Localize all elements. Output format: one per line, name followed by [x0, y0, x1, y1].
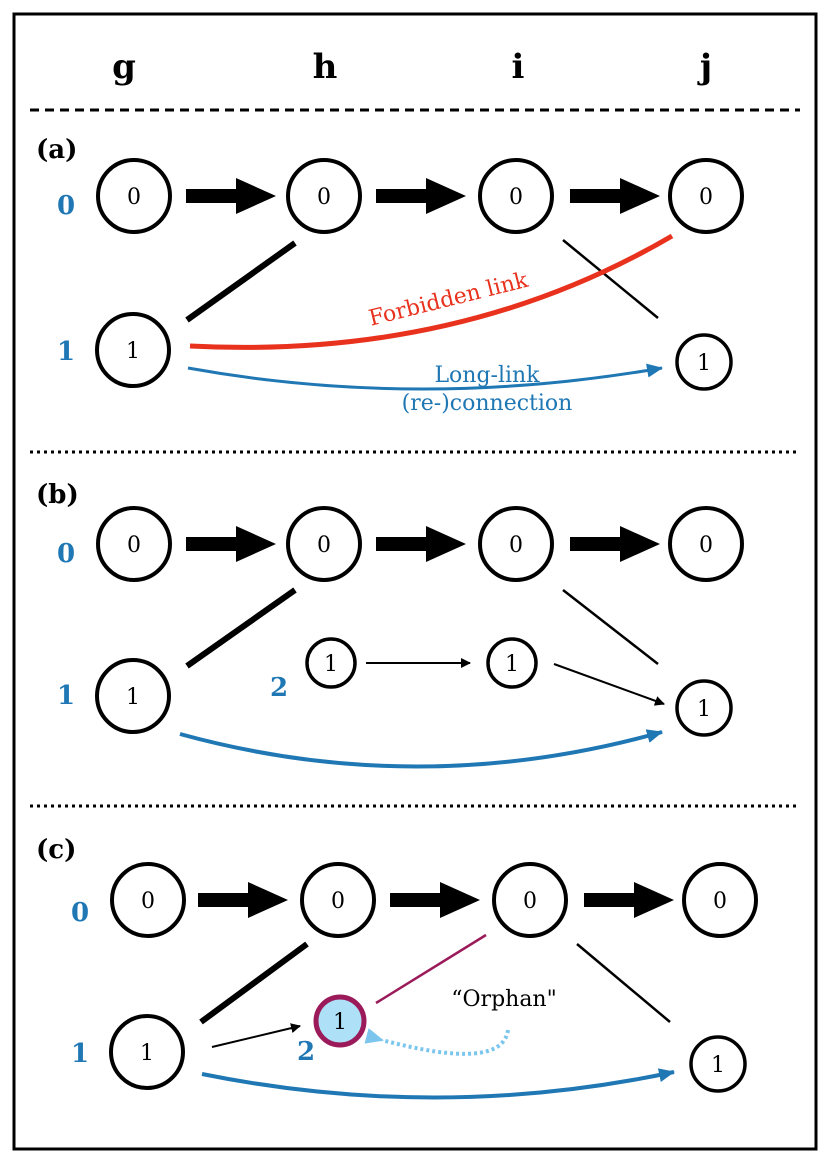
node-i-0: [478, 158, 554, 234]
node-g-1: [109, 1014, 185, 1090]
level-label-0: 0: [57, 191, 75, 221]
thick-arrow-g-h: [186, 526, 276, 562]
arrow-i1-j1: [553, 663, 665, 706]
level-label-0: 0: [71, 898, 89, 928]
long-link-label-line1: Long-link: [434, 363, 540, 388]
link-i0-j1: [562, 589, 659, 665]
panel-c: (c) 0 1 2 0 0 0 0 1 1 1 “Orphan": [36, 835, 758, 1100]
link-i0-orphan: [375, 933, 487, 1005]
link-i0-j1: [562, 239, 659, 319]
panel-label-b: (b): [36, 480, 79, 510]
long-link-arrow: [179, 729, 663, 769]
node-h-0-label: 0: [317, 533, 331, 558]
panel-b: (b) 0 1 2 0 0 0 0 1 1 1 1: [36, 480, 744, 769]
long-link-arrow: [201, 1068, 675, 1100]
node-j-1: [689, 1035, 747, 1093]
node-h-0-label: 0: [331, 889, 345, 914]
node-j-1-label: 1: [711, 1053, 725, 1078]
long-link-arrow: [187, 363, 663, 391]
column-label-j: j: [697, 47, 712, 87]
thick-arrow-g-h: [198, 882, 288, 918]
thick-arrow-i-j: [570, 178, 660, 214]
panel-label-a: (a): [36, 135, 77, 165]
node-i-0-label: 0: [509, 185, 523, 210]
node-g-0: [96, 506, 172, 582]
node-i-0: [492, 862, 568, 938]
thick-arrow-h-i: [376, 526, 466, 562]
node-i-0: [478, 506, 554, 582]
node-g-0-label: 0: [127, 533, 141, 558]
thick-arrow-g-h: [186, 178, 276, 214]
level-label-1: 1: [71, 1039, 89, 1069]
node-g-1-label: 1: [126, 339, 140, 364]
arrow-g1-orphan: [211, 1023, 301, 1048]
forbidden-link: [189, 233, 674, 350]
thick-arrow-h-i: [390, 882, 480, 918]
node-i-0-label: 0: [523, 889, 537, 914]
link-g1-h0: [185, 587, 297, 669]
panel-a: (a) 0 1 0 0 0 0 1 1 Forbidden link Long-…: [36, 135, 744, 416]
node-h-0: [300, 862, 376, 938]
node-j-0-label: 0: [699, 533, 713, 558]
level-label-0: 0: [57, 539, 75, 569]
node-j-0: [668, 506, 744, 582]
node-g-1: [95, 658, 171, 734]
node-j-0: [668, 158, 744, 234]
node-g-0-label: 0: [141, 889, 155, 914]
column-label-h: h: [313, 47, 338, 87]
node-h-2: [305, 637, 357, 689]
node-h-0: [286, 158, 362, 234]
link-g1-h0: [185, 240, 297, 323]
thick-arrow-i-j: [570, 526, 660, 562]
level-label-2: 2: [270, 673, 288, 703]
node-j-1: [675, 679, 733, 737]
node-j-1: [675, 333, 733, 391]
node-j-1-label: 1: [697, 351, 711, 376]
node-g-0-label: 0: [127, 185, 141, 210]
link-g1-h0: [199, 941, 309, 1025]
node-i-0-label: 0: [509, 533, 523, 558]
thick-arrow-h-i: [376, 178, 466, 214]
node-h-0-label: 0: [317, 185, 331, 210]
level-label-2: 2: [297, 1037, 315, 1067]
outer-frame: [12, 12, 818, 1151]
node-j-0-label: 0: [699, 185, 713, 210]
node-g-1: [95, 312, 171, 388]
node-g-0: [96, 158, 172, 234]
node-h-2-label: 1: [324, 652, 338, 677]
node-h-0: [286, 506, 362, 582]
long-link-label-line2: (re-)connection: [402, 391, 573, 416]
node-j-1-label: 1: [697, 697, 711, 722]
column-label-g: g: [112, 47, 136, 87]
level-label-1: 1: [57, 337, 75, 367]
node-g-1-label: 1: [140, 1041, 154, 1066]
node-i-1-label: 1: [505, 652, 519, 677]
node-j-0: [682, 862, 758, 938]
orphan-node-label: 1: [333, 1010, 347, 1035]
link-i0-j1: [576, 943, 671, 1023]
panel-label-c: (c): [36, 835, 76, 865]
node-i-1: [486, 637, 538, 689]
thick-arrow-i-j: [584, 882, 674, 918]
forbidden-link-label: Forbidden link: [366, 268, 531, 332]
column-label-i: i: [512, 47, 525, 87]
orphan-node: [313, 994, 367, 1048]
level-label-1: 1: [57, 681, 75, 711]
orphan-pointer-arrow: [364, 1028, 510, 1056]
orphan-label: “Orphan": [451, 987, 556, 1012]
node-j-0-label: 0: [713, 889, 727, 914]
node-g-0: [110, 862, 186, 938]
node-g-1-label: 1: [126, 685, 140, 710]
